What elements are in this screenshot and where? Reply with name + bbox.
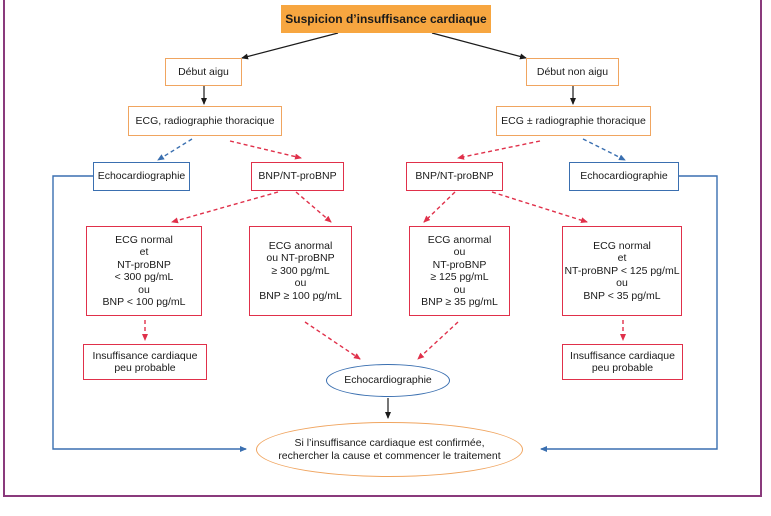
left-abnormal-criteria-box: ECG anormal ou NT-proBNP ≥ 300 pg/mL ou … [249, 226, 352, 316]
diagram-frame [3, 0, 762, 497]
arrow-left-echo-to-conclusion [52, 175, 247, 452]
left-unlikely-box: Insuffisance cardiaque peu probable [83, 344, 207, 380]
left-echocardiography-box: Echocardiographie [93, 162, 190, 191]
arrow-right-exam-to-echo [582, 138, 626, 161]
left-normal-criteria-box: ECG normal et NT-proBNP < 300 pg/mL ou B… [86, 226, 202, 316]
right-unlikely-box: Insuffisance cardiaque peu probable [562, 344, 683, 380]
left-bnp-box: BNP/NT-proBNP [251, 162, 344, 191]
arrow-title-to-non-acute [431, 32, 527, 60]
non-acute-onset-box: Début non aigu [526, 58, 619, 86]
arrow-right-bnp-to-normal [491, 191, 588, 224]
arrow-left-abnormal-to-echo [304, 321, 361, 360]
arrow-left-exam-to-echo [157, 138, 193, 161]
arrow-title-to-acute [241, 32, 339, 60]
non-acute-exam-box: ECG ± radiographie thoracique [496, 106, 651, 136]
arrow-left-exam-to-bnp [229, 140, 302, 160]
right-echocardiography-box: Echocardiographie [569, 162, 679, 191]
acute-exam-box: ECG, radiographie thoracique [128, 106, 282, 136]
center-echocardiography-ellipse: Echocardiographie [326, 364, 450, 397]
arrow-right-bnp-to-abnormal [423, 191, 456, 223]
arrow-right-abnormal-to-echo [417, 321, 459, 360]
arrow-right-exam-to-bnp [457, 140, 541, 160]
acute-onset-box: Début aigu [165, 58, 242, 86]
arrow-left-bnp-to-normal [171, 191, 279, 224]
right-bnp-box: BNP/NT-proBNP [406, 162, 503, 191]
conclusion-ellipse: Si l’insuffisance cardiaque est confirmé… [256, 422, 523, 477]
arrow-left-bnp-to-abnormal [295, 191, 332, 223]
title-box: Suspicion d’insuffisance cardiaque [281, 5, 491, 33]
right-abnormal-criteria-box: ECG anormal ou NT-proBNP ≥ 125 pg/mL ou … [409, 226, 510, 316]
right-normal-criteria-box: ECG normal et NT-proBNP < 125 pg/mL ou B… [562, 226, 682, 316]
arrow-right-echo-to-conclusion [540, 175, 718, 452]
